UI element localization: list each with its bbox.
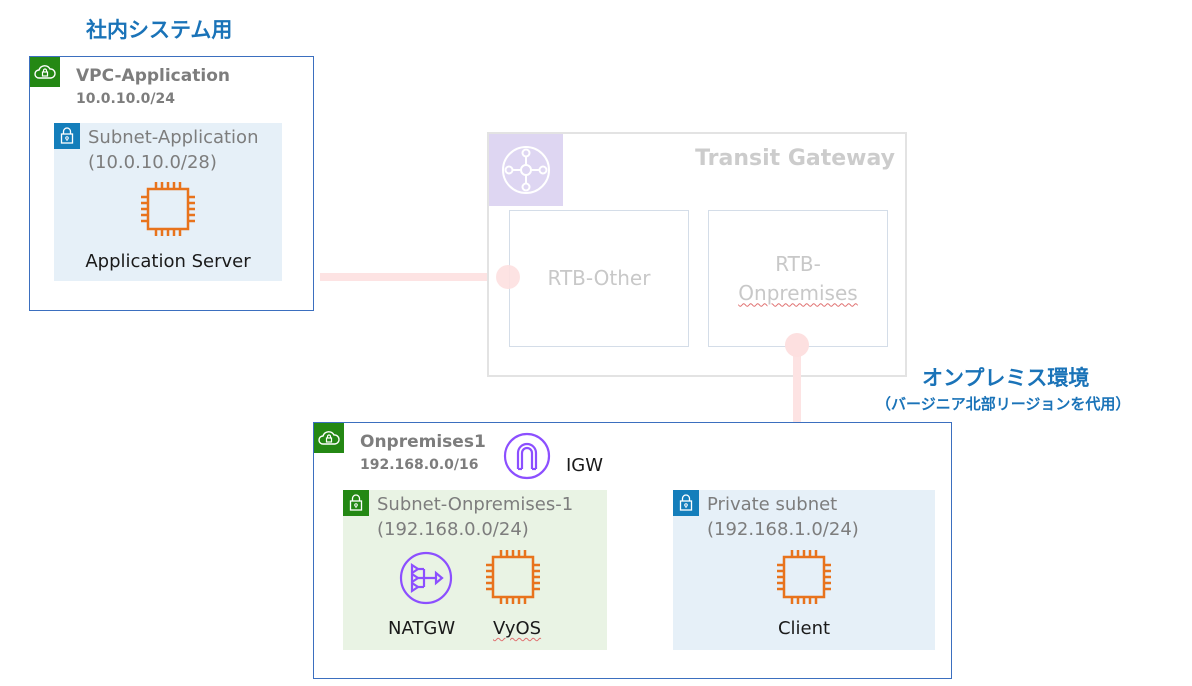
subnet-name: Private subnet xyxy=(707,494,838,515)
public-subnet-lock-icon xyxy=(343,490,369,516)
route-table-onpremises-label-line2: Onpremises xyxy=(738,280,858,305)
resource-label-natgw: NATGW xyxy=(388,618,456,639)
subnet-cidr: (192.168.0.0/24) xyxy=(377,519,529,540)
ec2-instance-icon[interactable] xyxy=(483,547,543,611)
vpc-name: VPC-Application xyxy=(76,66,230,86)
route-table-onpremises-label-line1: RTB- xyxy=(775,251,821,276)
vpc-onpremises1[interactable]: Onpremises1 192.168.0.0/16 IGW Subnet-On… xyxy=(313,422,952,679)
subnet-cidr: (192.168.1.0/24) xyxy=(707,519,859,540)
vpc-cidr: 192.168.0.0/16 xyxy=(360,457,479,473)
subnet-onpremises-1[interactable]: Subnet-Onpremises-1 (192.168.0.0/24) NAT… xyxy=(343,490,607,650)
igw-label: IGW xyxy=(566,455,604,476)
resource-label-application-server: Application Server xyxy=(85,251,251,272)
vpc-cidr: 10.0.10.0/24 xyxy=(76,91,175,107)
internal-system-title: 社内システム用 xyxy=(86,18,233,42)
vpc-name: Onpremises1 xyxy=(360,432,486,452)
transit-gateway-title: Transit Gateway xyxy=(695,146,895,171)
ec2-instance-icon[interactable] xyxy=(138,179,198,243)
connection-endpoint-rtb-onpremises xyxy=(785,333,809,357)
route-table-other-label: RTB-Other xyxy=(547,266,651,290)
transit-gateway-icon xyxy=(489,134,563,206)
private-subnet-lock-icon xyxy=(54,123,80,149)
vpc-application[interactable]: VPC-Application 10.0.10.0/24 Subnet-Appl… xyxy=(29,56,314,311)
route-table-onpremises[interactable]: RTB- Onpremises xyxy=(708,210,888,347)
resource-label-vyos: VyOS xyxy=(493,618,542,639)
subnet-name: Subnet-Onpremises-1 xyxy=(377,494,574,515)
ec2-instance-icon[interactable] xyxy=(774,547,834,611)
nat-gateway-icon[interactable] xyxy=(398,550,454,610)
subnet-private[interactable]: Private subnet (192.168.1.0/24) Client xyxy=(673,490,935,650)
subnet-name: Subnet-Application xyxy=(88,127,259,148)
subnet-application[interactable]: Subnet-Application (10.0.10.0/28) Applic… xyxy=(54,123,282,281)
onpremises-environment-title: オンプレミス環境 xyxy=(922,366,1090,390)
connection-line-rtb-onpremises-to-onpremises xyxy=(793,345,801,422)
private-subnet-lock-icon xyxy=(673,490,699,516)
connection-line-application-to-rtb-other xyxy=(320,273,510,281)
vpc-cloud-lock-icon xyxy=(30,57,60,87)
subnet-cidr: (10.0.10.0/28) xyxy=(88,152,217,173)
connection-endpoint-rtb-other-overlay xyxy=(496,265,520,289)
onpremises-environment-subtitle: （バージニア北部リージョンを代用） xyxy=(876,395,1131,413)
vpc-cloud-lock-icon xyxy=(314,423,344,453)
internet-gateway-icon[interactable] xyxy=(502,431,552,485)
route-table-other[interactable]: RTB-Other xyxy=(509,210,689,347)
resource-label-client: Client xyxy=(777,618,831,639)
transit-gateway[interactable]: Transit Gateway RTB-Other RTB- Onpremise… xyxy=(487,132,907,377)
